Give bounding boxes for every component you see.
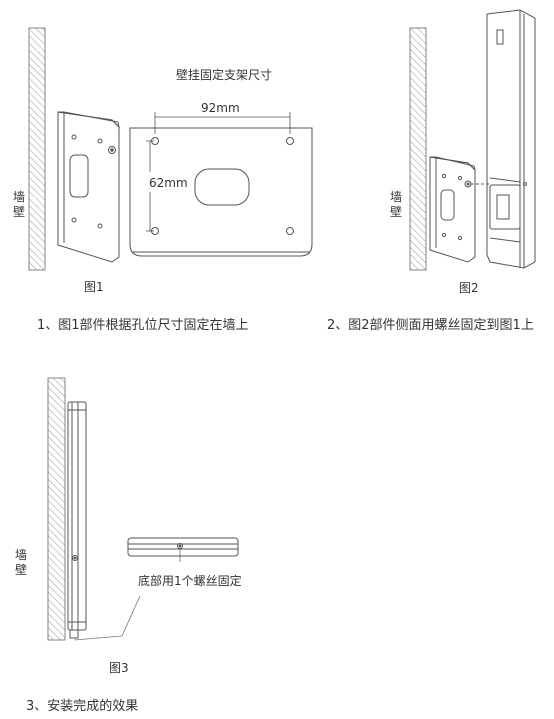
wall-hatch-fig1 [28,27,46,271]
figure-2-caption: 图2 [459,281,479,295]
bracket-side-view [57,111,120,263]
installed-lock-side [67,401,87,639]
step-2-text: 2、图2部件侧面用螺丝固定到图1上 [327,318,534,333]
width-dimension-label: 92mm [201,101,240,115]
wall-label-fig2: 墙壁 [389,190,402,219]
dimension-lines [146,112,291,232]
figure-3-caption: 图3 [109,661,129,675]
step-1-text: 1、图1部件根据孔位尺寸固定在墙上 [37,318,249,333]
bracket-fig2 [429,156,527,263]
figure-3 [47,377,239,641]
wall-hatch-fig2 [409,27,427,271]
step-3-text: 3、安装完成的效果 [26,699,139,714]
wall-label-fig3: 墙壁 [14,548,27,577]
figure-2 [409,9,536,271]
lock-device [486,9,536,269]
bracket-front-view [129,127,313,257]
wall-label-fig1: 墙壁 [12,190,25,219]
bottom-screw-callout: 底部用1个螺丝固定 [138,574,242,588]
height-dimension-label: 62mm [148,176,189,190]
bracket-dimension-title: 壁挂固定支架尺寸 [176,68,273,82]
callout-leader [73,595,141,641]
figure-1 [28,27,313,271]
wall-hatch-fig3 [47,377,66,641]
bottom-view [127,537,239,562]
figure-1-caption: 图1 [84,280,104,294]
